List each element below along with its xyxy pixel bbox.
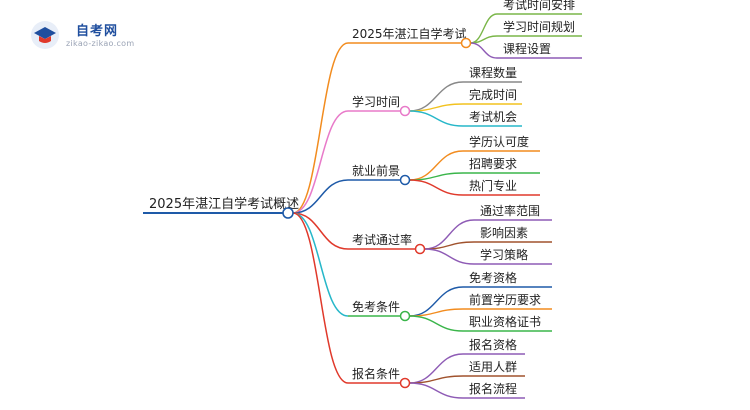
branch-node-dot-2 bbox=[399, 174, 411, 186]
leaf-node-3-0[interactable]: 通过率范围 bbox=[480, 203, 540, 218]
leaf-node-5-2[interactable]: 报名流程 bbox=[469, 381, 517, 396]
root-node[interactable]: 2025年湛江自学考试概述 bbox=[149, 196, 299, 212]
leaf-node-0-2[interactable]: 课程设置 bbox=[503, 41, 551, 56]
logo-name: 自考网 bbox=[76, 24, 119, 39]
branch-node-0[interactable]: 2025年湛江自学考试 bbox=[352, 26, 467, 41]
branch-node-dot-3 bbox=[414, 243, 426, 255]
branch-node-dot-0 bbox=[460, 37, 472, 49]
graduation-cap-icon bbox=[30, 20, 60, 50]
leaf-node-3-1[interactable]: 影响因素 bbox=[480, 225, 528, 240]
branch-node-5[interactable]: 报名条件 bbox=[352, 366, 400, 381]
leaf-link-3-0 bbox=[424, 219, 475, 250]
root-link-5 bbox=[292, 212, 349, 384]
leaf-link-4-2 bbox=[409, 315, 464, 332]
leaf-link-1-0 bbox=[409, 81, 464, 112]
leaf-link-0-2 bbox=[470, 42, 498, 59]
branch-node-dot-1 bbox=[399, 105, 411, 117]
root-link-3 bbox=[292, 212, 349, 250]
leaf-node-2-0[interactable]: 学历认可度 bbox=[469, 134, 529, 149]
leaf-link-0-0 bbox=[470, 13, 498, 44]
leaf-node-0-1[interactable]: 学习时间规划 bbox=[503, 19, 575, 34]
mindmap-nodes: 2025年湛江自学考试概述 2025年湛江自学考试 考试时间安排学习时间规划课程设置… bbox=[149, 0, 575, 396]
leaf-link-2-0 bbox=[409, 150, 464, 181]
site-logo[interactable]: 自考网 zikao-zikao.com bbox=[30, 18, 170, 52]
leaf-node-4-0[interactable]: 免考资格 bbox=[469, 270, 517, 285]
root-link-4 bbox=[292, 212, 349, 317]
branch-node-3[interactable]: 考试通过率 bbox=[352, 232, 412, 247]
logo-url: zikao-zikao.com bbox=[66, 39, 135, 48]
leaf-link-5-0 bbox=[409, 353, 464, 384]
leaf-node-5-0[interactable]: 报名资格 bbox=[469, 337, 517, 352]
leaf-node-2-2[interactable]: 热门专业 bbox=[469, 178, 517, 193]
branch-node-4[interactable]: 免考条件 bbox=[352, 299, 400, 314]
leaf-node-5-1[interactable]: 适用人群 bbox=[469, 360, 517, 374]
branch-node-dot-5 bbox=[399, 377, 411, 389]
leaf-node-1-2[interactable]: 考试机会 bbox=[469, 109, 517, 124]
root-link-1 bbox=[292, 110, 349, 214]
leaf-link-1-2 bbox=[409, 110, 464, 127]
leaf-link-3-2 bbox=[424, 248, 475, 265]
leaf-node-0-0[interactable]: 考试时间安排 bbox=[503, 0, 575, 12]
leaf-node-4-2[interactable]: 职业资格证书 bbox=[469, 314, 541, 329]
leaf-link-4-0 bbox=[409, 286, 464, 317]
leaf-node-1-1[interactable]: 完成时间 bbox=[469, 87, 517, 102]
mindmap-links bbox=[143, 13, 582, 399]
leaf-node-4-1[interactable]: 前置学历要求 bbox=[469, 292, 541, 307]
leaf-link-2-2 bbox=[409, 179, 464, 196]
leaf-node-1-0[interactable]: 课程数量 bbox=[469, 65, 517, 80]
branch-node-dot-4 bbox=[399, 310, 411, 322]
root-link-0 bbox=[292, 42, 349, 214]
branch-node-1[interactable]: 学习时间 bbox=[352, 94, 400, 109]
branch-node-2[interactable]: 就业前景 bbox=[352, 163, 400, 178]
root-node-dot bbox=[282, 207, 294, 219]
root-link-2 bbox=[292, 179, 349, 214]
leaf-node-3-2[interactable]: 学习策略 bbox=[480, 247, 528, 262]
leaf-node-2-1[interactable]: 招聘要求 bbox=[469, 157, 517, 171]
leaf-link-5-2 bbox=[409, 382, 464, 399]
